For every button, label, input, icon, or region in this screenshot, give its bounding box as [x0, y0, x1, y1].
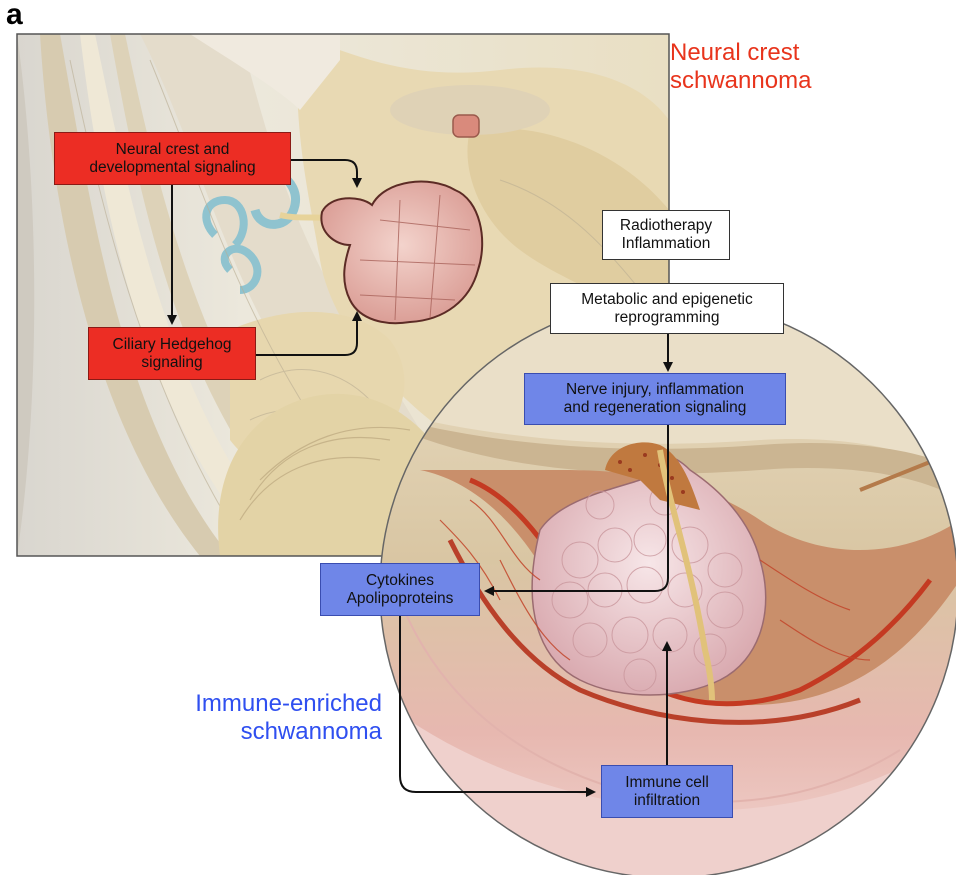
neural-crest-signaling-label: Neural crest and developmental signaling — [89, 141, 255, 177]
metabolic-box: Metabolic and epigenetic reprogramming — [550, 283, 784, 334]
cytokines-label: Cytokines Apolipoproteins — [347, 572, 454, 608]
immune-enriched-title: Immune-enriched schwannoma — [170, 690, 382, 746]
ciliary-hedgehog-box: Ciliary Hedgehog signaling — [88, 327, 256, 380]
nerve-injury-box: Nerve injury, inflammation and regenerat… — [524, 373, 786, 425]
ciliary-hedgehog-label: Ciliary Hedgehog signaling — [113, 336, 232, 372]
neural-crest-title: Neural crest schwannoma — [670, 39, 811, 95]
cytokines-box: Cytokines Apolipoproteins — [320, 563, 480, 616]
radiotherapy-box: Radiotherapy Inflammation — [602, 210, 730, 260]
immune-cell-box: Immune cell infiltration — [601, 765, 733, 818]
metabolic-label: Metabolic and epigenetic reprogramming — [581, 291, 752, 327]
radiotherapy-label: Radiotherapy Inflammation — [620, 217, 712, 253]
neural-crest-signaling-box: Neural crest and developmental signaling — [54, 132, 291, 185]
immune-cell-label: Immune cell infiltration — [625, 774, 709, 810]
nerve-injury-label: Nerve injury, inflammation and regenerat… — [564, 381, 747, 417]
